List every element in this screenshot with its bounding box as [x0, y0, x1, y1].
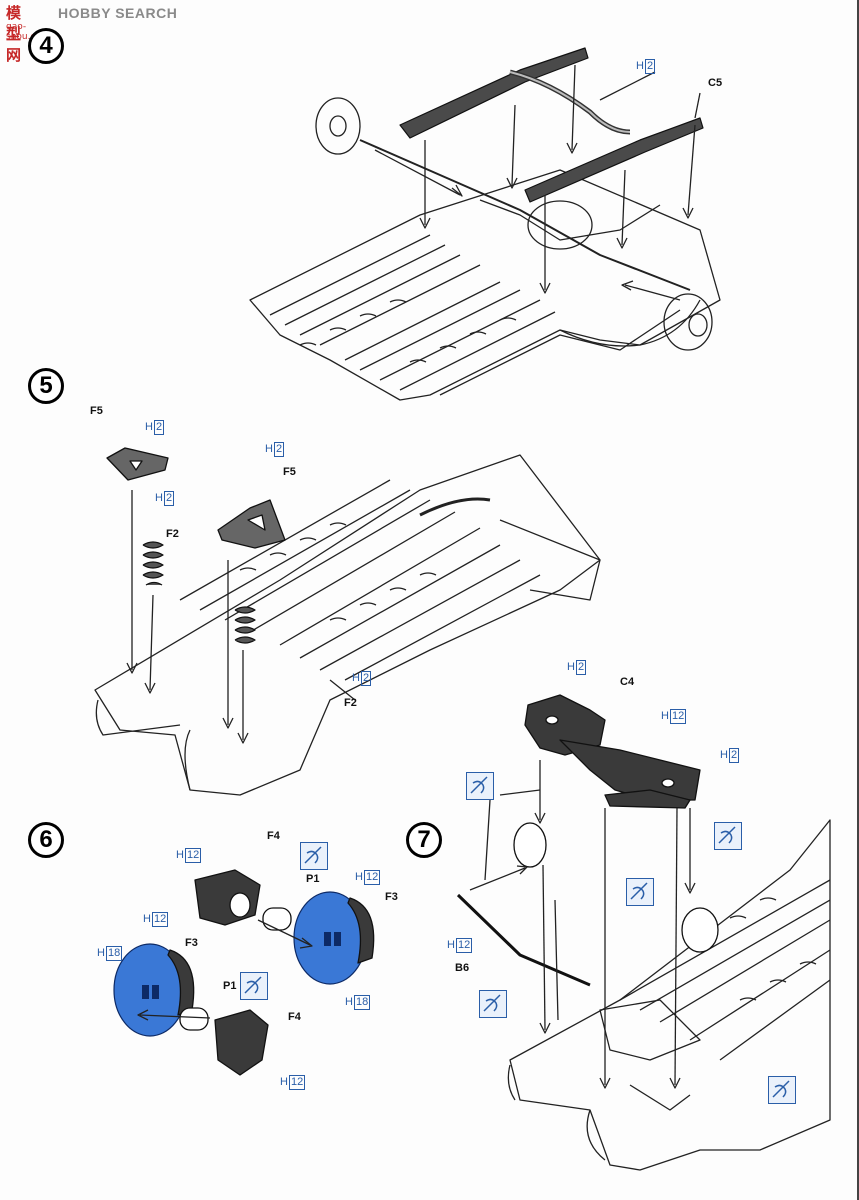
step4-c5-label: C5: [708, 77, 723, 89]
paint-note-icon: [768, 1076, 796, 1104]
step6-f3-label-a: F3: [385, 891, 398, 903]
watermark-url: gao-shou.com: [6, 22, 50, 42]
step6-f4-label-a: F4: [267, 830, 280, 842]
step7-chassis: [507, 819, 831, 1171]
step5-chassis: [94, 454, 601, 796]
paint-note-icon: [240, 972, 268, 1000]
paint-note-icon: [714, 822, 742, 850]
paint-note-icon: [466, 772, 494, 800]
step-5-badge: 5: [28, 368, 64, 404]
step4-leaf-springs: [399, 47, 704, 203]
watermark-cn: 模型网: [6, 4, 23, 64]
step4-chassis: [249, 169, 721, 401]
step7-b6-label: B6: [455, 962, 470, 974]
page-edge: [857, 0, 859, 1200]
paint-note-icon: [626, 878, 654, 906]
step5-f2-label-a: F2: [166, 528, 179, 540]
step6-f3-label-b: F3: [185, 937, 198, 949]
step-4-badge: 4: [28, 28, 64, 64]
step6-parts: [113, 869, 375, 1076]
step7-b6-stabilizer: [456, 893, 591, 987]
paint-note-icon: [479, 990, 507, 1018]
step7-c4-label: C4: [620, 676, 635, 688]
step6-p1-label-a: P1: [306, 873, 320, 885]
step5-f2-springs: [142, 541, 256, 644]
step-6-badge: 6: [28, 822, 64, 858]
watermark-brand: HOBBY SEARCH: [58, 5, 178, 21]
step6-p1-label-b: P1: [223, 980, 237, 992]
paint-note-icon: [300, 842, 328, 870]
step4-axle: [315, 97, 713, 351]
step5-f2-label-b: F2: [344, 697, 357, 709]
step5-f5-label-b: F5: [283, 466, 296, 478]
step6-f4-label-b: F4: [288, 1011, 301, 1023]
step-7-badge: 7: [406, 822, 442, 858]
step5-f5-label-a: F5: [90, 405, 103, 417]
